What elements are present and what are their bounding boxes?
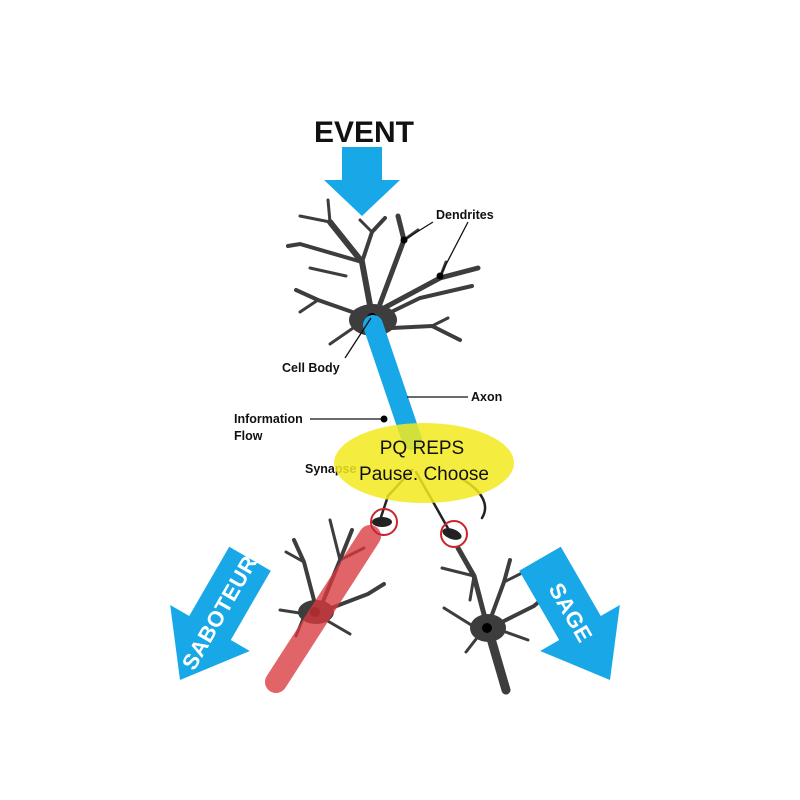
- label-axon: Axon: [471, 390, 502, 404]
- right-terminal-bulb: [442, 528, 462, 540]
- label-pointers: [310, 221, 469, 420]
- label-information-flow-line1: Information: [234, 412, 303, 426]
- right-neuron-axon: [487, 637, 511, 695]
- axon: [363, 315, 422, 450]
- right-synapse-ring: [440, 520, 468, 548]
- pq-reps-subtitle: Pause. Choose: [359, 464, 489, 485]
- label-information-flow-line2: Flow: [234, 429, 263, 443]
- pq-reps-ellipse: [334, 423, 514, 503]
- left-synapse-ring: [370, 508, 398, 536]
- saboteur-axon: [265, 525, 381, 693]
- label-pointer-dots: [380, 236, 444, 423]
- pq-reps-title: PQ REPS: [380, 438, 464, 459]
- label-dendrites: Dendrites: [436, 208, 494, 222]
- event-down-arrow: [324, 147, 400, 216]
- label-cell-body: Cell Body: [282, 361, 340, 375]
- right-neuron-nucleus: [482, 623, 492, 633]
- event-title: EVENT: [314, 116, 414, 149]
- left-terminal-bulb: [372, 517, 392, 527]
- sage-arrow: SAGE: [519, 546, 620, 680]
